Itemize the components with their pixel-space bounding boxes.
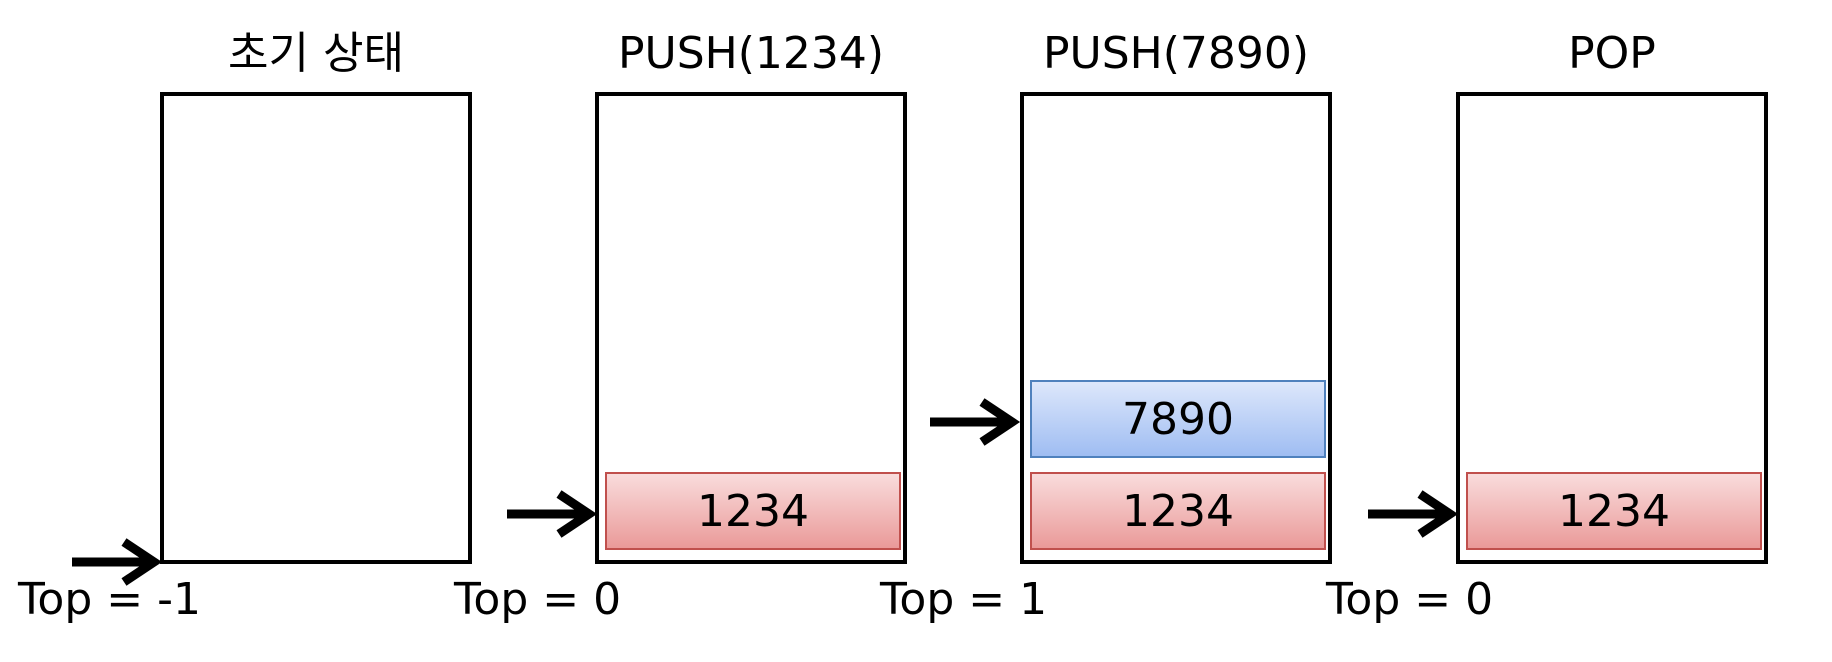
stage-title-initial: 초기 상태 — [228, 28, 404, 79]
top-pointer-label-pop: Top = 0 — [1326, 574, 1494, 625]
stage-title-push-1234: PUSH(1234) — [617, 28, 885, 79]
right-arrow-icon — [72, 538, 163, 586]
top-pointer-label-push-7890: Top = 1 — [880, 574, 1048, 625]
stack-box-pop: 1234 — [1456, 92, 1768, 564]
stack-box-initial — [160, 92, 472, 564]
top-pointer-label-push-1234: Top = 0 — [454, 574, 622, 625]
right-arrow-icon — [507, 490, 598, 538]
stack-cell: 7890 — [1030, 380, 1326, 458]
stack-cell: 1234 — [605, 472, 901, 550]
top-pointer-label-initial: Top = -1 — [18, 574, 201, 625]
stage-title-pop: POP — [1568, 28, 1656, 79]
stack-cell: 1234 — [1466, 472, 1762, 550]
stage-title-push-7890: PUSH(7890) — [1042, 28, 1310, 79]
stack-box-push-7890: 1234 7890 — [1020, 92, 1332, 564]
right-arrow-icon — [1368, 490, 1459, 538]
right-arrow-icon — [930, 398, 1021, 446]
stack-box-push-1234: 1234 — [595, 92, 907, 564]
stack-cell: 1234 — [1030, 472, 1326, 550]
